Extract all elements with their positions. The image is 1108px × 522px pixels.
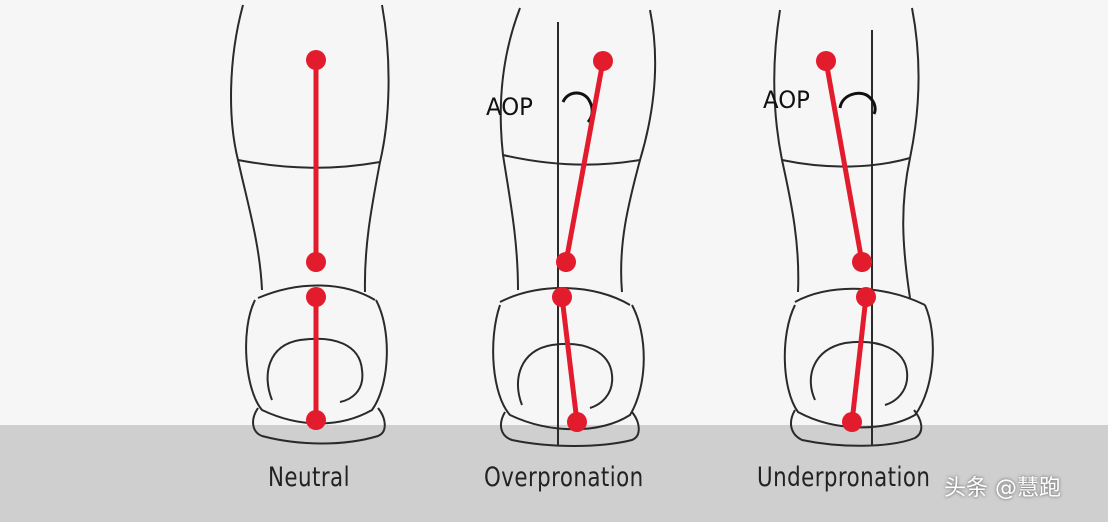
floor-band: [0, 425, 1108, 522]
neutral-marker-heel-top: [306, 287, 326, 307]
neutral-panel: [230, 4, 390, 445]
overpronation-angle-label: AOP: [486, 93, 533, 121]
underpronation-marker-calf: [816, 51, 836, 71]
overpronation-caption: Overpronation: [484, 462, 644, 493]
overpronation-heel-top: [499, 287, 631, 306]
overpronation-leg-axis: [563, 60, 606, 263]
underpronation-calf-band: [781, 157, 911, 168]
neutral-heel-top: [257, 284, 376, 301]
overpronation-angle-arc: [561, 91, 594, 124]
neutral-heel-inner: [266, 337, 364, 403]
neutral-alignment: [306, 50, 326, 430]
underpronation-alignment: [816, 51, 876, 432]
source-watermark: 头条 @慧跑: [944, 476, 1061, 501]
underpronation-heel-top: [794, 287, 926, 306]
overpronation-heel-inner: [517, 342, 614, 409]
underpronation-calf-outline: [902, 7, 920, 299]
neutral-marker-ankle: [306, 252, 326, 272]
neutral-calf-band: [237, 159, 381, 169]
overpronation-alignment: [552, 51, 613, 432]
underpronation-marker-heel-top: [856, 287, 876, 307]
overpronation-marker-ankle: [556, 252, 576, 272]
underpronation-leg-axis: [823, 60, 865, 263]
overpronation-marker-calf: [593, 51, 613, 71]
neutral-heel-base: [252, 407, 386, 445]
overpronation-calf-band: [502, 154, 641, 166]
underpronation-angle-label: AOP: [763, 86, 810, 114]
underpronation-caption: Underpronation: [757, 462, 931, 493]
overpronation-calf-outline: [620, 9, 657, 293]
overpronation-heel-axis: [559, 296, 580, 423]
underpronation-marker-ankle: [852, 252, 872, 272]
overpronation-heel-base: [499, 411, 640, 447]
underpronation-heel-axis: [849, 296, 869, 423]
overpronation-marker-heel-top: [552, 287, 572, 307]
neutral-marker-calf: [306, 50, 326, 70]
neutral-calf-outline: [363, 4, 390, 293]
underpronation-calf-outline: [773, 9, 800, 293]
underpronation-angle-arc: [838, 91, 877, 115]
neutral-calf-outline: [230, 4, 263, 291]
underpronation-panel: [773, 7, 934, 447]
neutral-caption: Neutral: [268, 462, 350, 493]
underpronation-heel-inner: [809, 340, 909, 406]
underpronation-heel-base: [789, 409, 923, 447]
neutral-marker-heel-bottom: [306, 410, 326, 430]
overpronation-marker-heel-bottom: [567, 412, 587, 432]
underpronation-marker-heel-bottom: [842, 412, 862, 432]
overpronation-calf-outline: [499, 7, 521, 291]
